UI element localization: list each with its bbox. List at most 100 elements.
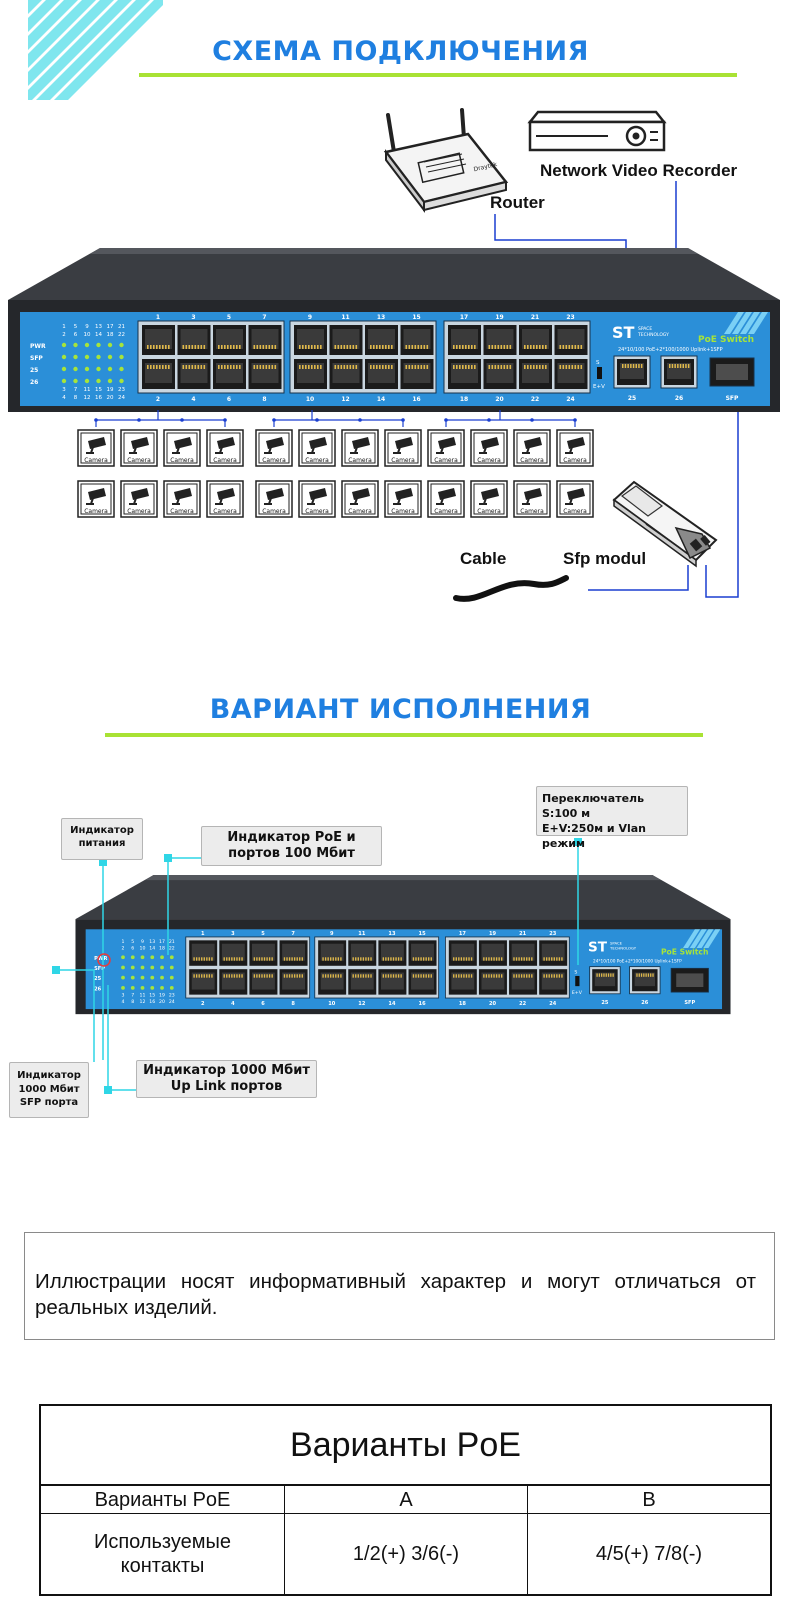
led-number: 22 xyxy=(118,332,125,338)
led-dot xyxy=(130,965,135,970)
led-dot xyxy=(107,342,113,348)
led-number: 5 xyxy=(74,324,78,330)
poe-switch-diagram: PWRSFP2526123456789101112131415161718192… xyxy=(8,248,780,412)
router-icon: Draytek xyxy=(383,108,509,213)
led-number: 10 xyxy=(84,332,91,338)
led-dot xyxy=(61,342,67,348)
brand-sub: SPACE xyxy=(638,326,652,332)
camera-icon: Camera xyxy=(77,429,115,467)
corner-stripes xyxy=(28,0,163,100)
table-header-cell: A xyxy=(285,1486,528,1513)
model-label: PoE Switch xyxy=(661,948,708,957)
brand-logo: ST xyxy=(612,323,635,342)
port-number: 6 xyxy=(261,1001,265,1007)
port-number: 21 xyxy=(531,314,539,321)
port-number: 20 xyxy=(495,396,503,403)
led-number: 17 xyxy=(159,939,165,945)
table-row: Используемые контакты 1/2(+) 3/6(-) 4/5(… xyxy=(41,1514,770,1594)
led-dot xyxy=(150,965,155,970)
led-dot xyxy=(160,965,164,970)
led-dot xyxy=(119,342,124,348)
nvr-label: Network Video Recorder xyxy=(540,161,738,180)
led-number: 14 xyxy=(95,332,102,338)
led-label: 25 xyxy=(30,367,38,374)
led-number: 12 xyxy=(140,999,146,1005)
camera-icon: Camera xyxy=(384,480,422,518)
port-number: 15 xyxy=(419,931,427,937)
port-number: 23 xyxy=(566,314,574,321)
port-number: 18 xyxy=(460,396,468,403)
led-number: 16 xyxy=(95,395,102,401)
led-number: 13 xyxy=(149,939,155,945)
camera-icon: Camera xyxy=(163,429,201,467)
camera-icon: Camera xyxy=(427,429,465,467)
camera-label: Camera xyxy=(477,457,501,464)
port-number: 9 xyxy=(308,314,312,321)
camera-icon: Camera xyxy=(341,429,379,467)
led-number: 9 xyxy=(85,324,89,330)
led-dot xyxy=(169,975,174,980)
callout-uplink-indicator: Индикатор 1000 Мбит Up Link портов xyxy=(136,1060,317,1098)
port-number: 12 xyxy=(341,396,349,403)
led-number: 8 xyxy=(131,999,134,1005)
section-title-connection: СХЕМА ПОДКЛЮЧЕНИЯ xyxy=(212,36,589,67)
led-number: 8 xyxy=(74,395,78,401)
led-number: 15 xyxy=(95,387,102,393)
camera-label: Camera xyxy=(213,508,237,515)
led-dot xyxy=(130,975,135,980)
camera-label: Camera xyxy=(127,457,151,464)
camera-icon: Camera xyxy=(556,429,594,467)
nvr-icon xyxy=(527,110,667,152)
led-number: 7 xyxy=(131,992,134,998)
mode-switch-s: S xyxy=(596,360,600,366)
table-cell: Используемые контакты xyxy=(41,1514,285,1594)
camera-icon: Camera xyxy=(120,480,158,518)
port-number: 12 xyxy=(358,1001,366,1007)
led-number: 11 xyxy=(84,387,91,393)
led-number: 20 xyxy=(159,999,165,1005)
mode-switch xyxy=(575,975,580,987)
led-dot xyxy=(107,378,113,384)
led-dot xyxy=(61,378,67,384)
brand-sub: TECHNOLOGY xyxy=(637,332,669,338)
camera-label: Camera xyxy=(434,508,458,515)
camera-icon: Camera xyxy=(120,429,158,467)
led-number: 23 xyxy=(118,387,125,393)
port-number: 14 xyxy=(388,1001,396,1007)
camera-label: Camera xyxy=(84,508,108,515)
camera-icon: Camera xyxy=(298,480,336,518)
led-number: 14 xyxy=(149,946,155,952)
router-label: Router xyxy=(490,193,545,212)
camera-icon: Camera xyxy=(470,429,508,467)
port-number: 6 xyxy=(227,396,231,403)
led-number: 9 xyxy=(141,939,144,945)
port-number: 19 xyxy=(495,314,503,321)
led-number: 2 xyxy=(122,946,125,952)
port-number: 4 xyxy=(191,396,195,403)
brand-logo: ST xyxy=(588,939,608,955)
led-number: 19 xyxy=(159,992,165,998)
camera-icon: Camera xyxy=(427,480,465,518)
led-number: 4 xyxy=(122,999,125,1005)
camera-label: Camera xyxy=(520,457,544,464)
led-dot xyxy=(121,955,125,960)
switch-top xyxy=(75,875,731,920)
callout-lines xyxy=(52,838,582,1094)
led-dot xyxy=(160,975,164,980)
led-number: 20 xyxy=(107,395,114,401)
port-number: 13 xyxy=(388,931,396,937)
led-dot xyxy=(140,965,145,970)
table-cell: 4/5(+) 7/8(-) xyxy=(595,1543,703,1565)
led-number: 11 xyxy=(140,992,146,998)
led-number: 24 xyxy=(118,395,125,401)
led-dot xyxy=(96,378,101,384)
mode-switch xyxy=(597,367,602,379)
spec-label: 24*10/100 PoE+2*100/1000 Uplink+1SFP xyxy=(618,347,723,353)
mode-switch-ev: E+V xyxy=(593,384,605,390)
port-number: 7 xyxy=(291,931,295,937)
led-label: SFP xyxy=(94,966,105,972)
port-number: 8 xyxy=(262,396,266,403)
led-number: 13 xyxy=(95,324,102,330)
camera-icon: Camera xyxy=(384,429,422,467)
